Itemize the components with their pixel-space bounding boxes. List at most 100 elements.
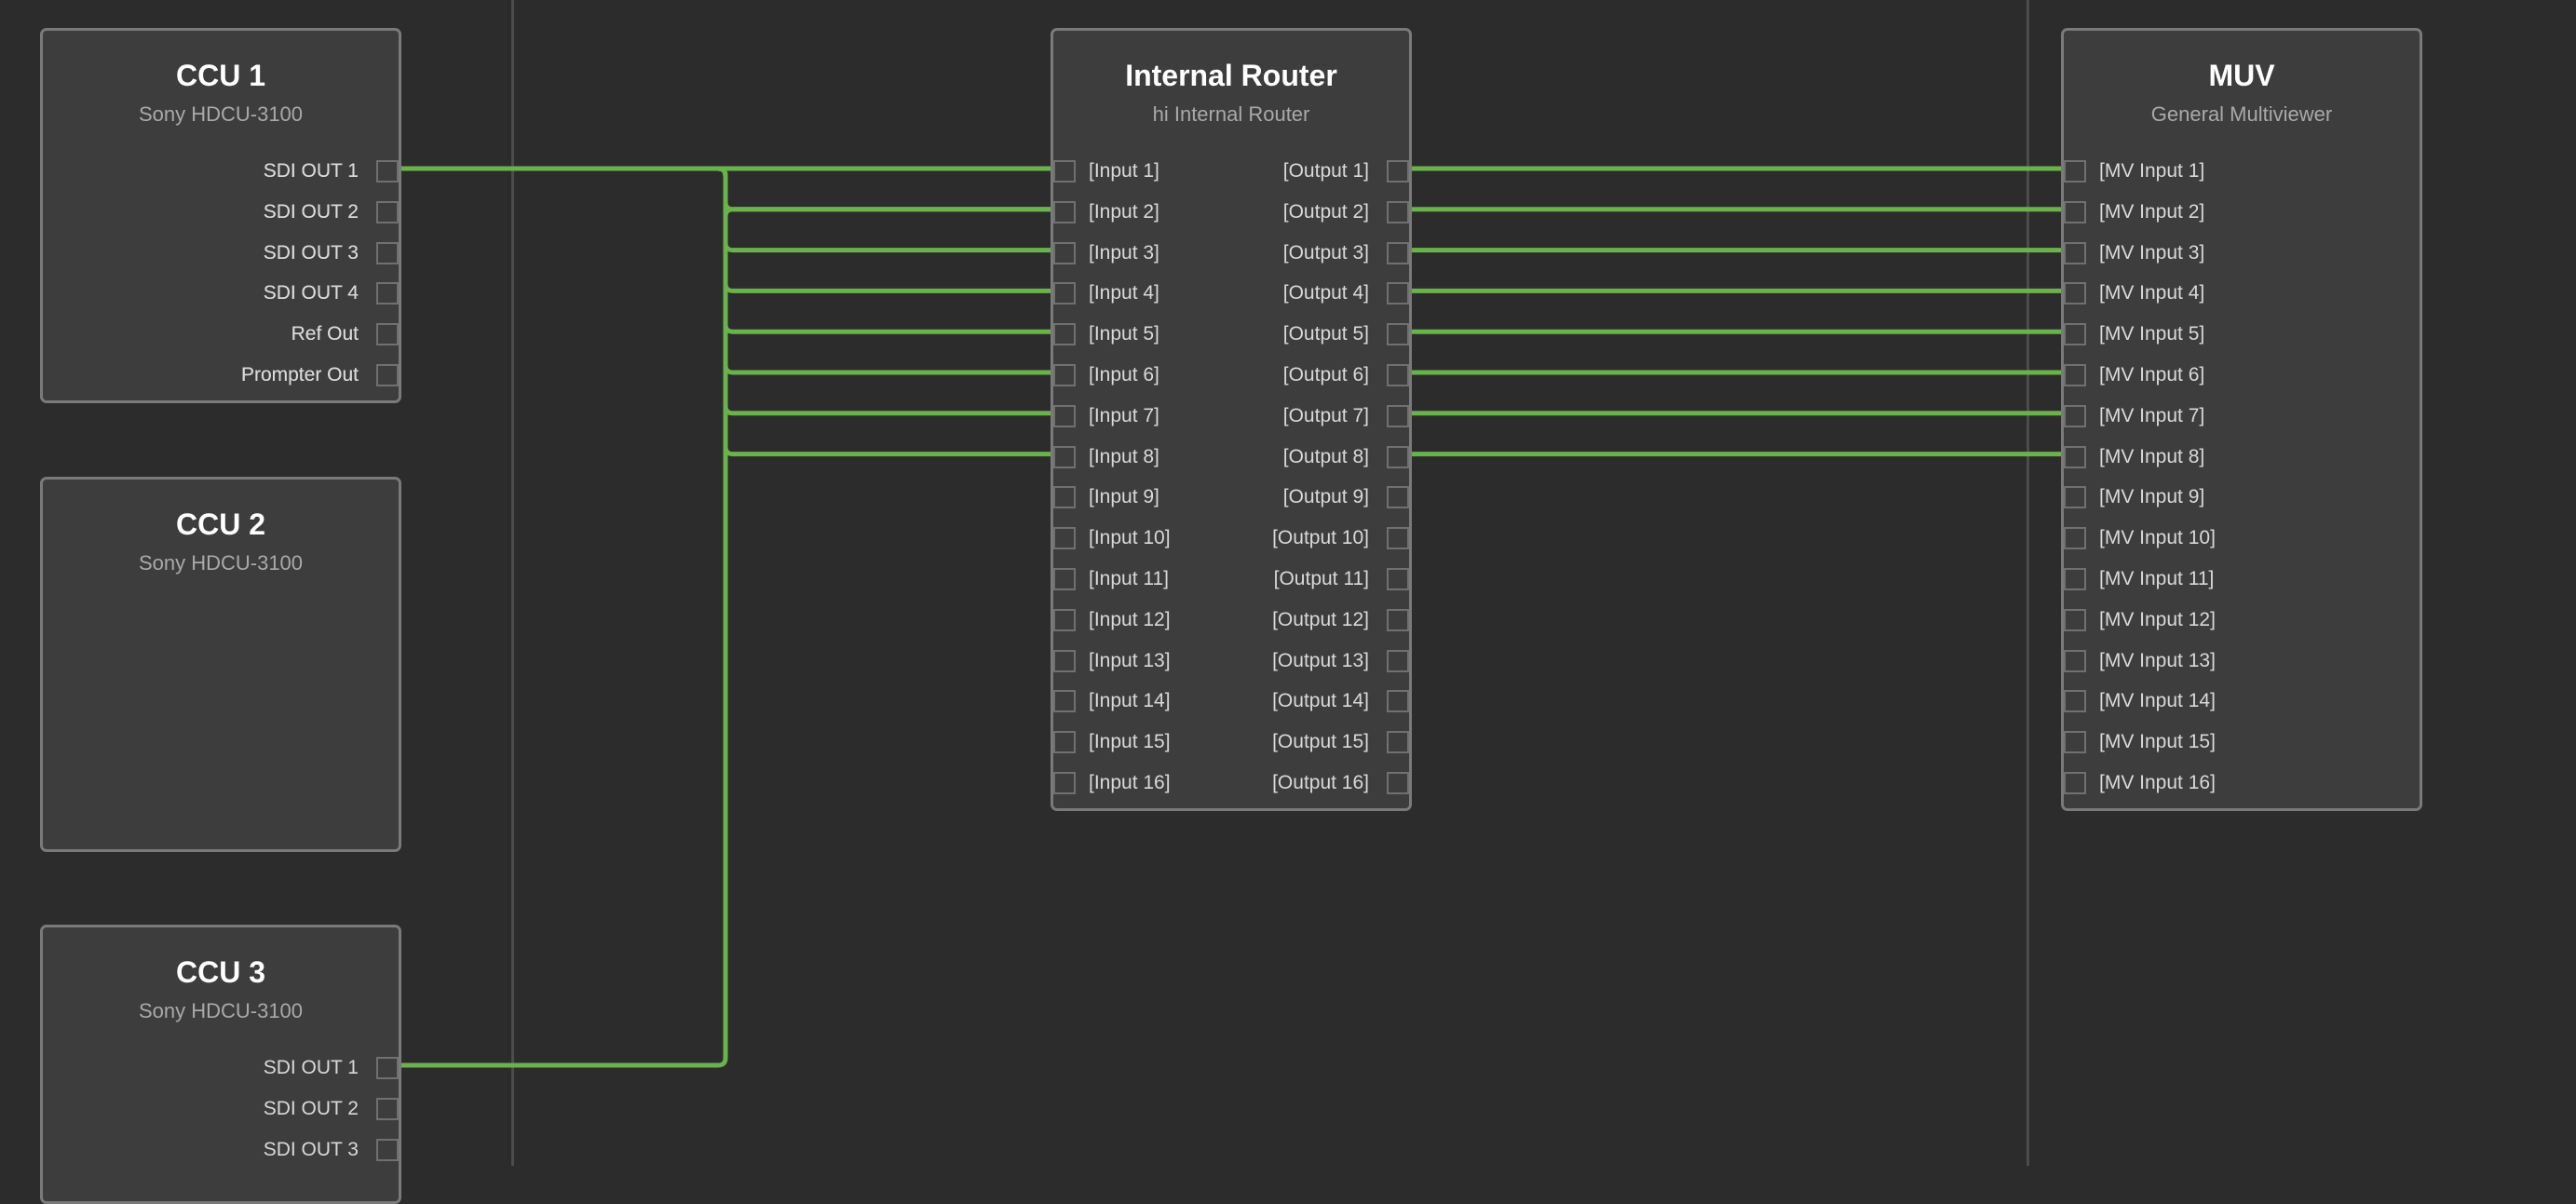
output-port-label: SDI OUT 3 [263, 241, 359, 264]
input-port-connector[interactable] [1053, 160, 1076, 183]
input-port-connector[interactable] [1053, 323, 1076, 346]
input-port-connector[interactable] [2064, 608, 2086, 631]
output-port-label: SDI OUT 3 [263, 241, 359, 264]
input-port-connector[interactable] [2064, 486, 2086, 509]
input-port-connector[interactable] [1053, 608, 1076, 631]
output-port-connector[interactable] [1387, 649, 1409, 672]
input-port-connector[interactable] [1053, 282, 1076, 305]
input-port-label: [MV Input 12] [2099, 608, 2216, 630]
output-port-connector[interactable] [1387, 690, 1409, 713]
input-port-connector[interactable] [2064, 364, 2086, 386]
input-port-label: [MV Input 11] [2099, 568, 2215, 589]
output-port-label: Prompter Out [240, 364, 359, 386]
input-port-connector[interactable] [1053, 568, 1076, 590]
input-port-connector[interactable] [2064, 568, 2086, 590]
output-port-label: SDI OUT 1 [263, 160, 359, 182]
output-port-connector[interactable] [1387, 200, 1409, 223]
output-port-label: [Output 15] [1272, 731, 1369, 753]
output-port-label: SDI OUT 2 [263, 200, 359, 223]
input-port-connector[interactable] [1053, 404, 1076, 427]
input-port-connector[interactable] [1053, 772, 1076, 794]
input-port-connector[interactable] [1053, 690, 1076, 713]
output-port-connector[interactable] [376, 200, 399, 223]
input-port-connector[interactable] [2064, 731, 2086, 754]
connection-wire[interactable] [396, 207, 1056, 1068]
output-port-label: SDI OUT 3 [263, 1138, 359, 1160]
input-port-label: [MV Input 15] [2099, 731, 2216, 753]
input-port-connector[interactable] [2064, 200, 2086, 223]
output-port-label: [Output 9] [1282, 486, 1369, 508]
device-node-muv[interactable]: MUV General Multiviewer [MV Input 1][MV … [2061, 28, 2422, 811]
input-port-connector[interactable] [1053, 731, 1076, 754]
input-port-connector[interactable] [2064, 160, 2086, 183]
output-port-connector[interactable] [1387, 486, 1409, 509]
output-port-connector[interactable] [1387, 527, 1409, 550]
input-port-connector[interactable] [2064, 282, 2086, 305]
output-port-connector[interactable] [376, 241, 399, 264]
output-port-connector[interactable] [1387, 731, 1409, 754]
input-port-connector[interactable] [1053, 486, 1076, 509]
input-port-connector[interactable] [2064, 527, 2086, 550]
input-port-label: [Input 15] [1089, 731, 1171, 753]
input-port-connector[interactable] [2064, 404, 2086, 427]
output-port-connector[interactable] [1387, 445, 1409, 468]
output-port-label: [Output 14] [1272, 690, 1369, 712]
output-port-connector[interactable] [376, 364, 399, 386]
input-port-connector[interactable] [2064, 649, 2086, 672]
input-port-connector[interactable] [1053, 200, 1076, 223]
output-port-label: [Output 3] [1282, 241, 1369, 264]
output-port-connector[interactable] [1387, 241, 1409, 264]
device-node-internal-router[interactable]: Internal Router hi Internal Router [Inpu… [1051, 28, 1412, 811]
node-title: CCU 3 [175, 955, 265, 989]
output-port-label: Ref Out [291, 323, 359, 345]
output-port-label: [Output 12] [1272, 608, 1369, 630]
input-port-connector[interactable] [2064, 445, 2086, 468]
node-title: MUV [2208, 59, 2275, 92]
input-port-label: [Input 5] [1089, 323, 1159, 345]
input-port-label: [Input 14] [1089, 690, 1171, 712]
output-port-label: SDI OUT 4 [263, 282, 359, 304]
input-port-label: [Input 11] [1089, 568, 1170, 589]
input-port-connector[interactable] [1053, 527, 1076, 550]
input-port-label: [MV Input 10] [2099, 527, 2216, 549]
output-port-label: [Output 7] [1282, 404, 1369, 426]
output-port-connector[interactable] [1387, 282, 1409, 305]
output-port-connector[interactable] [376, 1097, 399, 1120]
input-port-connector[interactable] [2064, 241, 2086, 264]
input-port-connector[interactable] [2064, 772, 2086, 794]
output-port-connector[interactable] [1387, 404, 1409, 427]
output-port-connector[interactable] [376, 323, 399, 346]
output-port-label: SDI OUT 1 [263, 1057, 359, 1078]
input-port-label: [MV Input 7] [2099, 404, 2205, 426]
input-port-label: [MV Input 9] [2099, 486, 2205, 508]
output-port-connector[interactable] [1387, 608, 1409, 631]
output-port-label: [Output 11] [1273, 568, 1369, 589]
output-port-connector[interactable] [1387, 160, 1409, 183]
output-port-connector[interactable] [376, 160, 399, 183]
output-port-connector[interactable] [376, 1057, 399, 1079]
input-port-label: [MV Input 8] [2099, 445, 2205, 467]
input-port-label: [MV Input 6] [2099, 364, 2205, 386]
input-port-connector[interactable] [1053, 364, 1076, 386]
input-port-label: [MV Input 3] [2099, 241, 2205, 264]
input-port-label: [MV Input 14] [2099, 690, 2216, 712]
output-port-connector[interactable] [376, 1138, 399, 1161]
column-divider [2027, 0, 2029, 1166]
output-port-connector[interactable] [1387, 323, 1409, 346]
input-port-label: [Input 9] [1089, 486, 1159, 508]
output-port-connector[interactable] [1387, 772, 1409, 794]
output-port-connector[interactable] [1387, 568, 1409, 590]
input-port-connector[interactable] [2064, 323, 2086, 346]
input-port-label: [Input 6] [1089, 364, 1159, 386]
input-port-label: [Input 8] [1089, 445, 1159, 467]
input-port-connector[interactable] [1053, 241, 1076, 264]
input-port-connector[interactable] [1053, 445, 1076, 468]
input-port-connector[interactable] [1053, 649, 1076, 672]
output-port-connector[interactable] [1387, 364, 1409, 386]
input-port-connector[interactable] [2064, 690, 2086, 713]
output-port-connector[interactable] [376, 282, 399, 305]
